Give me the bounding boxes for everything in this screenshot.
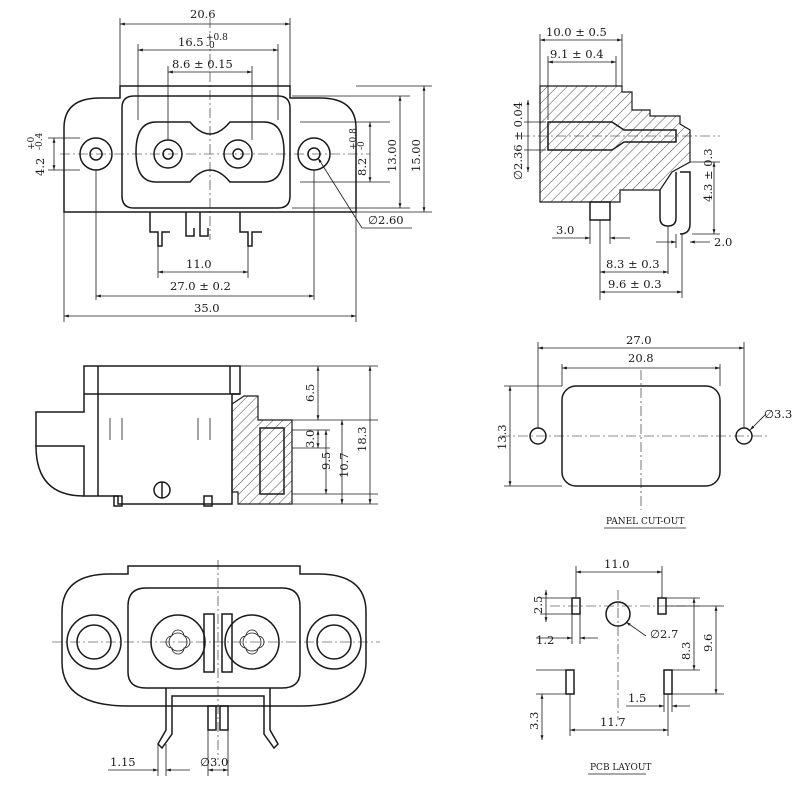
- section-view: 10.0 ± 0.5 9.1 ± 0.4 ∅2.36 ± 0.04 4.3 ± …: [511, 25, 732, 300]
- dim-hole-tol2: -0.4: [35, 132, 45, 150]
- dim-slot-tol2: -0: [357, 141, 367, 150]
- dim-pin-span-tol2: -0: [206, 41, 215, 51]
- dim-section-top-1: 10.0 ± 0.5: [546, 25, 607, 39]
- dim-section-right-bottom: 2.0: [714, 235, 732, 249]
- dim-panel-height: 13.3: [495, 424, 509, 450]
- dim-panel-outer: 27.0: [626, 333, 652, 347]
- dim-hole-tol: +0: [27, 136, 37, 150]
- dim-height-inner: 13.00: [385, 139, 399, 172]
- front-view: 1.15 ∅3.0: [52, 560, 380, 776]
- dim-inner: 8.6 ± 0.15: [172, 57, 233, 71]
- dim-pcb-top: 11.0: [604, 557, 630, 571]
- dim-pin-pitch: 11.0: [186, 257, 212, 271]
- side-view: 6.5 3.0 9.5 10.7 18.3: [35, 365, 378, 507]
- dim-slot: 8.2: [355, 158, 369, 176]
- dim-side-d: 10.7: [337, 452, 351, 478]
- dim-panel-inner: 20.8: [628, 351, 654, 365]
- dim-pcb-hole: ∅2.7: [650, 627, 678, 641]
- dim-pin-span: 16.5: [178, 35, 204, 49]
- dim-section-right: 4.3 ± 0.3: [701, 148, 715, 202]
- dim-total-width: 35.0: [194, 301, 220, 315]
- dim-section-bottom-2: 9.6 ± 0.3: [608, 277, 662, 291]
- dim-overall-top: 20.6: [190, 7, 216, 21]
- dim-front-left: 1.15: [110, 755, 136, 769]
- dim-section-bottom-1: 8.3 ± 0.3: [606, 257, 660, 271]
- dim-pcb-pad-h2: 3.3: [527, 712, 541, 730]
- dim-side-c: 9.5: [319, 452, 333, 470]
- dim-section-top-2: 9.1 ± 0.4: [550, 47, 604, 61]
- dim-side-a: 6.5: [303, 384, 317, 402]
- dim-pcb-pad-w2: 1.5: [628, 691, 646, 705]
- dim-slot-tol: +0.8: [349, 128, 359, 150]
- dim-pcb-v2: 9.6: [701, 634, 715, 652]
- dim-front-pin: ∅3.0: [200, 755, 228, 769]
- top-view: 20.6 16.5 +0.8 -0 8.6 ± 0.15 4.2 +0 -0.4…: [27, 7, 432, 322]
- dim-pcb-v1: 8.3: [679, 642, 693, 660]
- dim-side-e: 18.3: [355, 426, 369, 452]
- dim-height-outer: 15.00: [409, 139, 423, 172]
- dim-hole: 4.2: [33, 158, 47, 176]
- dim-pcb-pad-h: 2.5: [531, 596, 545, 614]
- dim-panel-hole: ∅3.3: [764, 407, 792, 421]
- dim-section-left-bottom: 3.0: [556, 223, 574, 237]
- dim-hole-pitch: 27.0 ± 0.2: [170, 279, 231, 293]
- dim-pin-span-tol: +0.8: [206, 33, 228, 43]
- dim-hole-dia: ∅2.60: [368, 213, 404, 227]
- dim-side-b: 3.0: [303, 430, 317, 448]
- dim-pin-dia: ∅2.36 ± 0.04: [511, 102, 525, 180]
- pcb-layout: 11.0 2.5 1.2 ∅2.7 8.3 9.6 1.5 3.3 11.7 P…: [527, 557, 724, 775]
- panel-cutout: 27.0 20.8 13.3 ∅3.3 PANEL CUT-OUT: [495, 333, 792, 529]
- dim-pcb-pad-w: 1.2: [536, 633, 554, 647]
- panel-cutout-caption: PANEL CUT-OUT: [606, 517, 684, 527]
- dim-pcb-bottom: 11.7: [600, 715, 626, 729]
- pcb-layout-caption: PCB LAYOUT: [590, 763, 651, 773]
